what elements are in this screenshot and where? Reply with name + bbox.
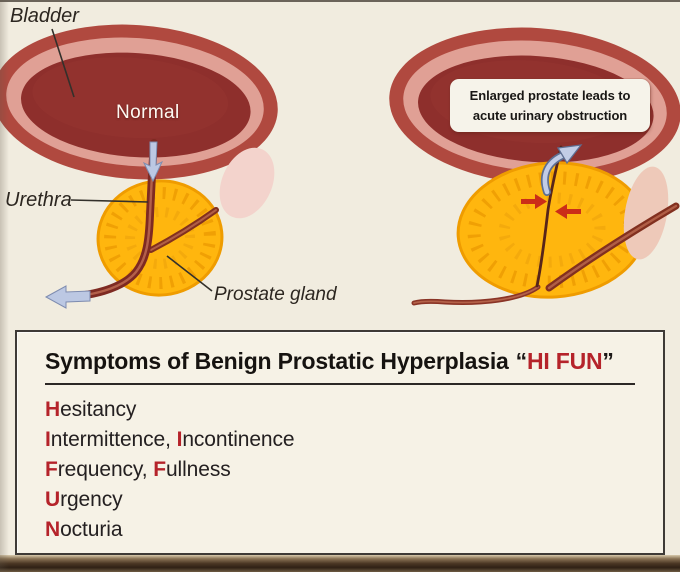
mnemonic-letter: N — [45, 518, 61, 541]
anatomy-illustration — [0, 24, 680, 309]
urethra-label: Urethra — [5, 189, 72, 211]
urethra-compressed — [535, 145, 563, 288]
top-border — [0, 0, 680, 2]
seminal-vesicle-right — [623, 166, 669, 260]
bottom-shadow-strip — [0, 555, 680, 572]
mnemonic-letter: F — [45, 458, 58, 481]
normal-status-label: Normal — [116, 102, 180, 123]
mnemonic-letter: F — [153, 458, 166, 481]
mnemonic-hi-fun: HI FUN — [526, 348, 603, 374]
seminal-vesicle-left — [219, 147, 275, 219]
symptom-item: Nocturia — [45, 515, 635, 545]
normal-anatomy-diagram — [0, 24, 278, 309]
bladder-pointer-line — [51, 28, 75, 98]
symptom-text: ullness — [165, 458, 231, 481]
urine-flow-down-arrow-icon — [142, 141, 164, 183]
urethra-pointer-line — [70, 199, 149, 203]
bladder-label: Bladder — [10, 5, 79, 27]
close-quote: ” — [602, 348, 614, 374]
symptoms-title-text: Symptoms of Benign Prostatic Hyperplasia — [45, 348, 509, 374]
urine-reflux-arrow-icon — [540, 144, 583, 196]
symptom-item: Hesitancy — [45, 395, 635, 425]
prostate-gland-label: Prostate gland — [214, 284, 337, 305]
mnemonic-letter: I — [176, 428, 183, 451]
prostate-gland-enlarged — [456, 161, 648, 299]
mnemonic-letter: U — [45, 488, 61, 511]
urine-flow-out-arrow-icon — [44, 285, 91, 309]
symptoms-title: Symptoms of Benign Prostatic Hyperplasia… — [45, 348, 635, 374]
bladder-normal — [0, 24, 278, 180]
compression-arrow-left-icon — [555, 204, 581, 219]
obstruction-callout: Enlarged prostate leads to acute urinary… — [450, 79, 650, 132]
symptoms-panel: Symptoms of Benign Prostatic Hyperplasia… — [15, 330, 665, 555]
symptom-text: esitancy — [60, 398, 137, 421]
mnemonic-letter: H — [45, 398, 61, 421]
symptom-text: ncontinence — [182, 428, 295, 451]
symptom-item: Intermittence, Incontinence — [45, 425, 635, 455]
prostate-gland-normal — [96, 179, 224, 297]
compression-arrow-right-icon — [521, 194, 547, 209]
enlarged-anatomy-diagram — [389, 27, 680, 306]
title-divider — [45, 383, 635, 385]
symptom-text: ntermittence, — [50, 428, 177, 451]
symptom-text: requency, — [57, 458, 154, 481]
symptom-item: Frequency, Fullness — [45, 455, 635, 485]
symptom-text: rgency — [60, 488, 123, 511]
symptom-item: Urgency — [45, 485, 635, 515]
open-quote: “ — [515, 348, 528, 374]
prostate-pointer-line — [166, 255, 213, 292]
mnemonic-letter: I — [45, 428, 51, 451]
symptom-text: octuria — [60, 518, 123, 541]
